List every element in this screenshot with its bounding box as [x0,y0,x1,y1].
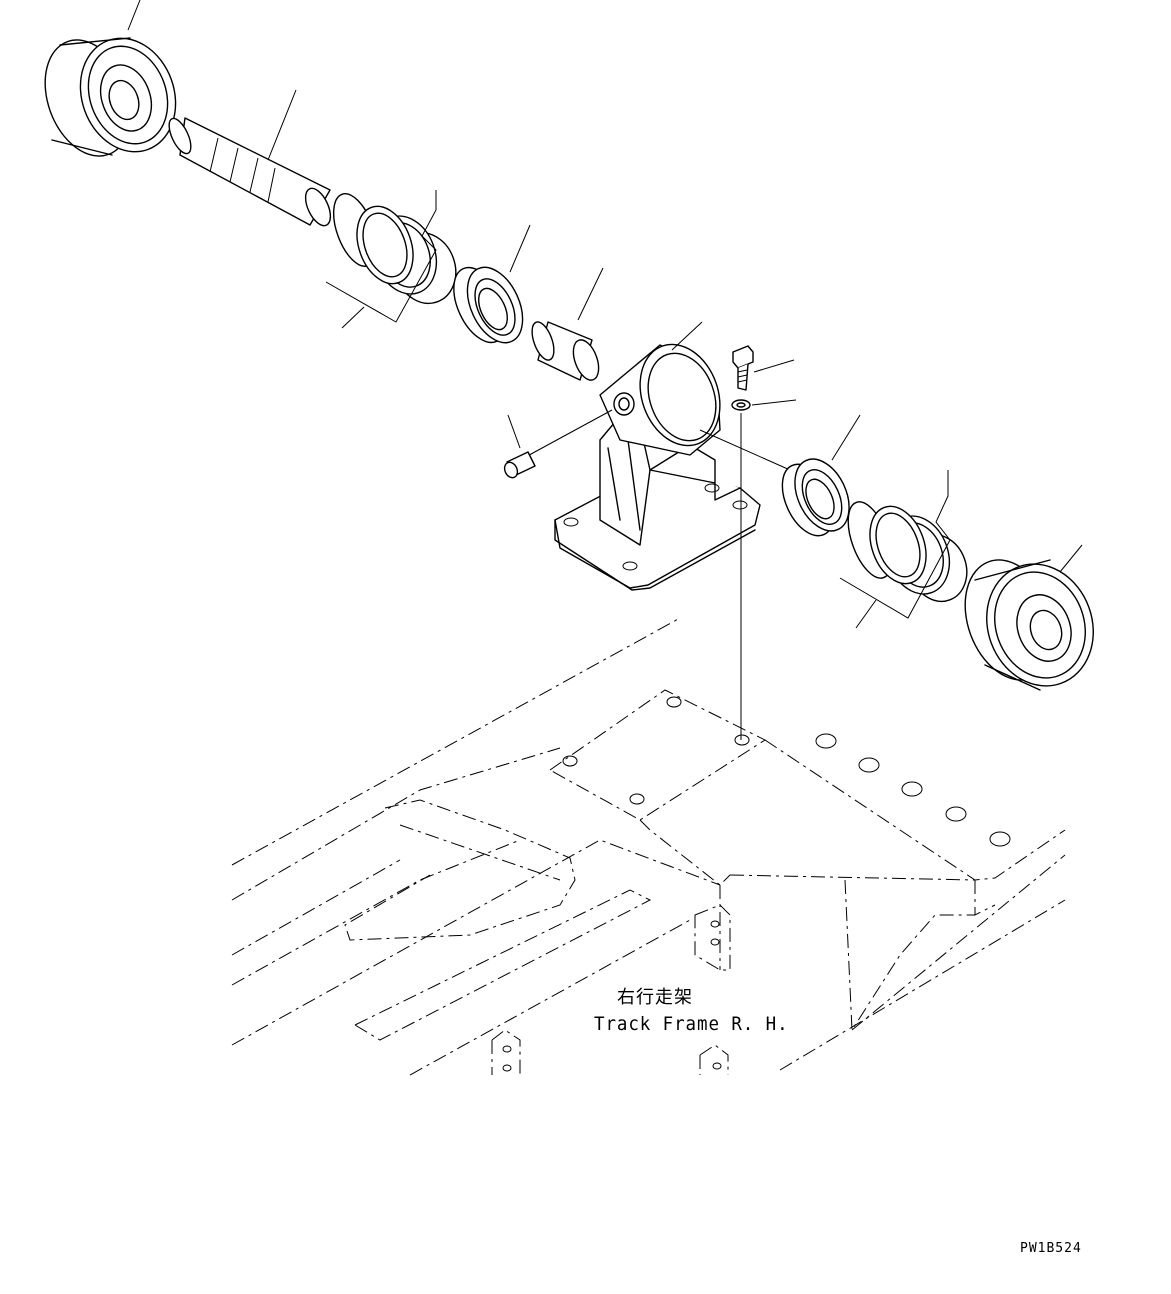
leader-line [510,225,530,272]
leader-line [672,322,702,350]
roller-right [949,545,1110,701]
roller-left [30,0,191,168]
washer [732,400,796,740]
leader-line [832,415,860,460]
seal-set-right [839,470,976,628]
pedestal-housing [520,322,790,590]
leader-line [342,307,364,328]
track-frame [232,618,1065,1075]
frame-label-english: Track Frame R. H. [594,1013,789,1035]
leader-line [856,600,876,628]
frame-label-chinese: 右行走架 [617,987,693,1008]
drawing-code: PW1B524 [1020,1241,1082,1256]
shaft [165,90,336,229]
leader-line [268,90,296,160]
leader-line [508,415,520,448]
leader-line [752,400,796,405]
bolt [733,346,794,390]
bearing-left [443,225,533,351]
bearing-right [772,415,860,544]
leader-line [1060,545,1082,572]
leader-line [578,268,603,320]
plug [502,415,535,480]
leader-line [128,0,140,30]
seal-set-left [325,188,465,328]
leader-line [754,360,794,372]
bushing [528,268,604,383]
